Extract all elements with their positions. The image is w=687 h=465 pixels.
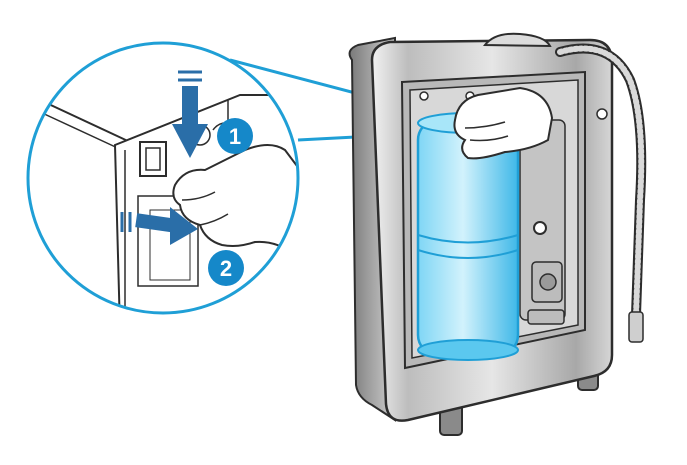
step-badge-1: 1 <box>217 118 253 154</box>
water-hose <box>555 43 647 343</box>
step-number-2: 2 <box>220 256 232 281</box>
arrow-right-pull <box>120 207 198 245</box>
arrow-down-press <box>172 70 208 158</box>
zoom-detail-view <box>26 41 300 315</box>
step-number-1: 1 <box>229 124 241 149</box>
step-badge-2: 2 <box>208 250 244 286</box>
hand-holding-cartridge <box>453 86 554 160</box>
